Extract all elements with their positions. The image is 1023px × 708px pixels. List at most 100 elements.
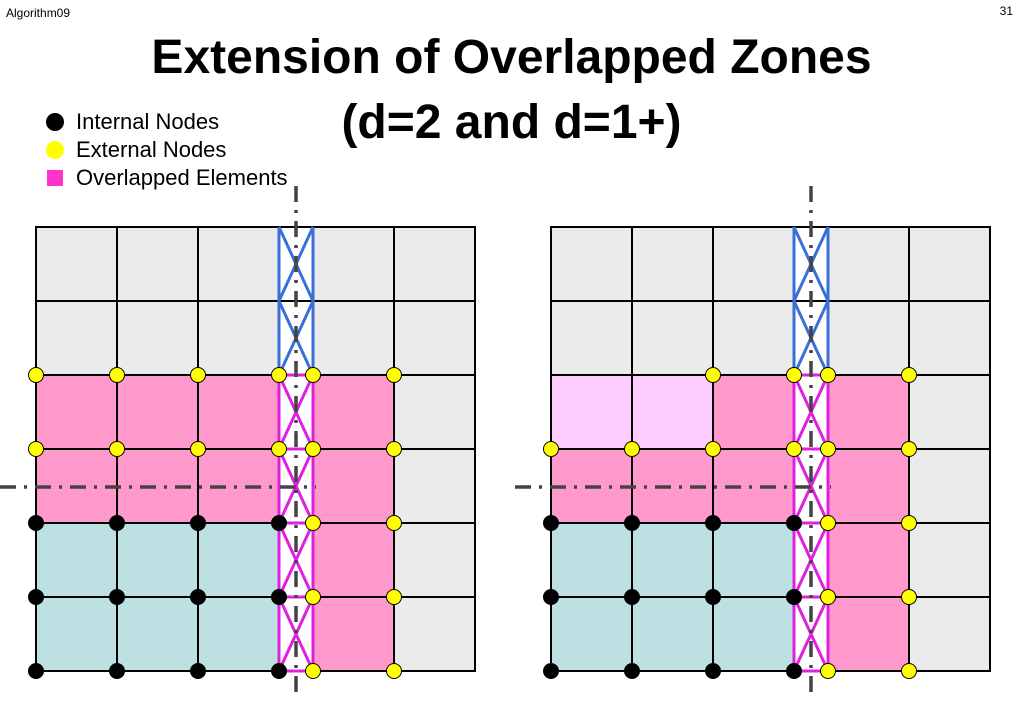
legend-label: Internal Nodes [76, 109, 220, 134]
overlapped-element-swatch [47, 170, 63, 186]
external-node [109, 367, 125, 383]
external-node-swatch [46, 141, 64, 159]
grid-cell [712, 596, 795, 672]
legend-label: External Nodes [76, 137, 227, 162]
grid-cell [908, 226, 991, 302]
external-node [109, 441, 125, 457]
grid-cell [393, 448, 476, 524]
internal-node [109, 663, 125, 679]
grid-cell [908, 596, 991, 672]
grid-cell [550, 300, 633, 376]
internal-node [624, 663, 640, 679]
internal-node [190, 663, 206, 679]
grid-cell [550, 226, 633, 302]
grid-cell [712, 300, 795, 376]
external-node [305, 515, 321, 531]
external-node [386, 589, 402, 605]
internal-node [109, 515, 125, 531]
external-node [305, 589, 321, 605]
internal-node [190, 515, 206, 531]
external-node [386, 367, 402, 383]
external-node [28, 441, 44, 457]
grid-cell [197, 374, 280, 450]
grid-cell [116, 300, 199, 376]
page-number: 31 [999, 4, 1013, 18]
internal-node [705, 663, 721, 679]
external-node [901, 441, 917, 457]
grid-cell [631, 300, 714, 376]
internal-node [271, 515, 287, 531]
internal-node [543, 663, 559, 679]
grid-cell [312, 226, 395, 302]
external-node [820, 441, 836, 457]
grid-cell [312, 300, 395, 376]
grid-cell [908, 522, 991, 598]
grid-cell [908, 374, 991, 450]
internal-node [271, 589, 287, 605]
slide-subtitle: (d=2 and d=1+) [341, 96, 682, 149]
internal-node [28, 515, 44, 531]
grid-cell [393, 522, 476, 598]
grid-cell [312, 374, 395, 450]
grid-cell [393, 226, 476, 302]
external-node [901, 367, 917, 383]
external-node [820, 663, 836, 679]
internal-node [543, 589, 559, 605]
grid-cell [827, 226, 910, 302]
grid-cell [631, 522, 714, 598]
external-node [820, 589, 836, 605]
grid-cell [550, 596, 633, 672]
external-node [705, 367, 721, 383]
internal-node [624, 515, 640, 531]
grid-cell [116, 226, 199, 302]
overlap-diagonal [277, 596, 315, 672]
grid-cell [631, 596, 714, 672]
external-node [305, 441, 321, 457]
grid-cell [197, 226, 280, 302]
internal-node [705, 589, 721, 605]
grid-cell [393, 596, 476, 672]
grid-cell [908, 300, 991, 376]
grid-cell [312, 522, 395, 598]
external-node [901, 589, 917, 605]
overlap-diagonal [792, 596, 830, 672]
external-node [901, 515, 917, 531]
external-node [386, 663, 402, 679]
internal-node [271, 663, 287, 679]
grid-cell [393, 300, 476, 376]
grid-cell [550, 522, 633, 598]
legend-internal-nodes: Internal Nodes [46, 108, 288, 136]
slide-title: Extension of Overlapped Zones [151, 31, 872, 84]
grid-cell [116, 522, 199, 598]
grid-cell [197, 300, 280, 376]
grid-cell [116, 596, 199, 672]
document-label: Algorithm09 [6, 6, 71, 20]
grid-cell [35, 374, 118, 450]
grid-cell [35, 596, 118, 672]
external-node [901, 663, 917, 679]
grid-cell [827, 300, 910, 376]
external-node [271, 367, 287, 383]
grid-cell [631, 226, 714, 302]
grid-cell [908, 448, 991, 524]
grid-cell [827, 596, 910, 672]
internal-node [28, 663, 44, 679]
external-node [305, 663, 321, 679]
external-node [705, 441, 721, 457]
grid-cell [35, 300, 118, 376]
grid-cell [116, 374, 199, 450]
grid-cell [827, 448, 910, 524]
grid-cell [197, 522, 280, 598]
external-node [28, 367, 44, 383]
internal-node [786, 589, 802, 605]
grid-cell [712, 522, 795, 598]
internal-node [109, 589, 125, 605]
external-node [271, 441, 287, 457]
external-node [543, 441, 559, 457]
internal-node [786, 515, 802, 531]
grid-cell [712, 226, 795, 302]
external-node [786, 441, 802, 457]
legend: Internal Nodes External Nodes Overlapped… [46, 108, 288, 192]
external-node [305, 367, 321, 383]
